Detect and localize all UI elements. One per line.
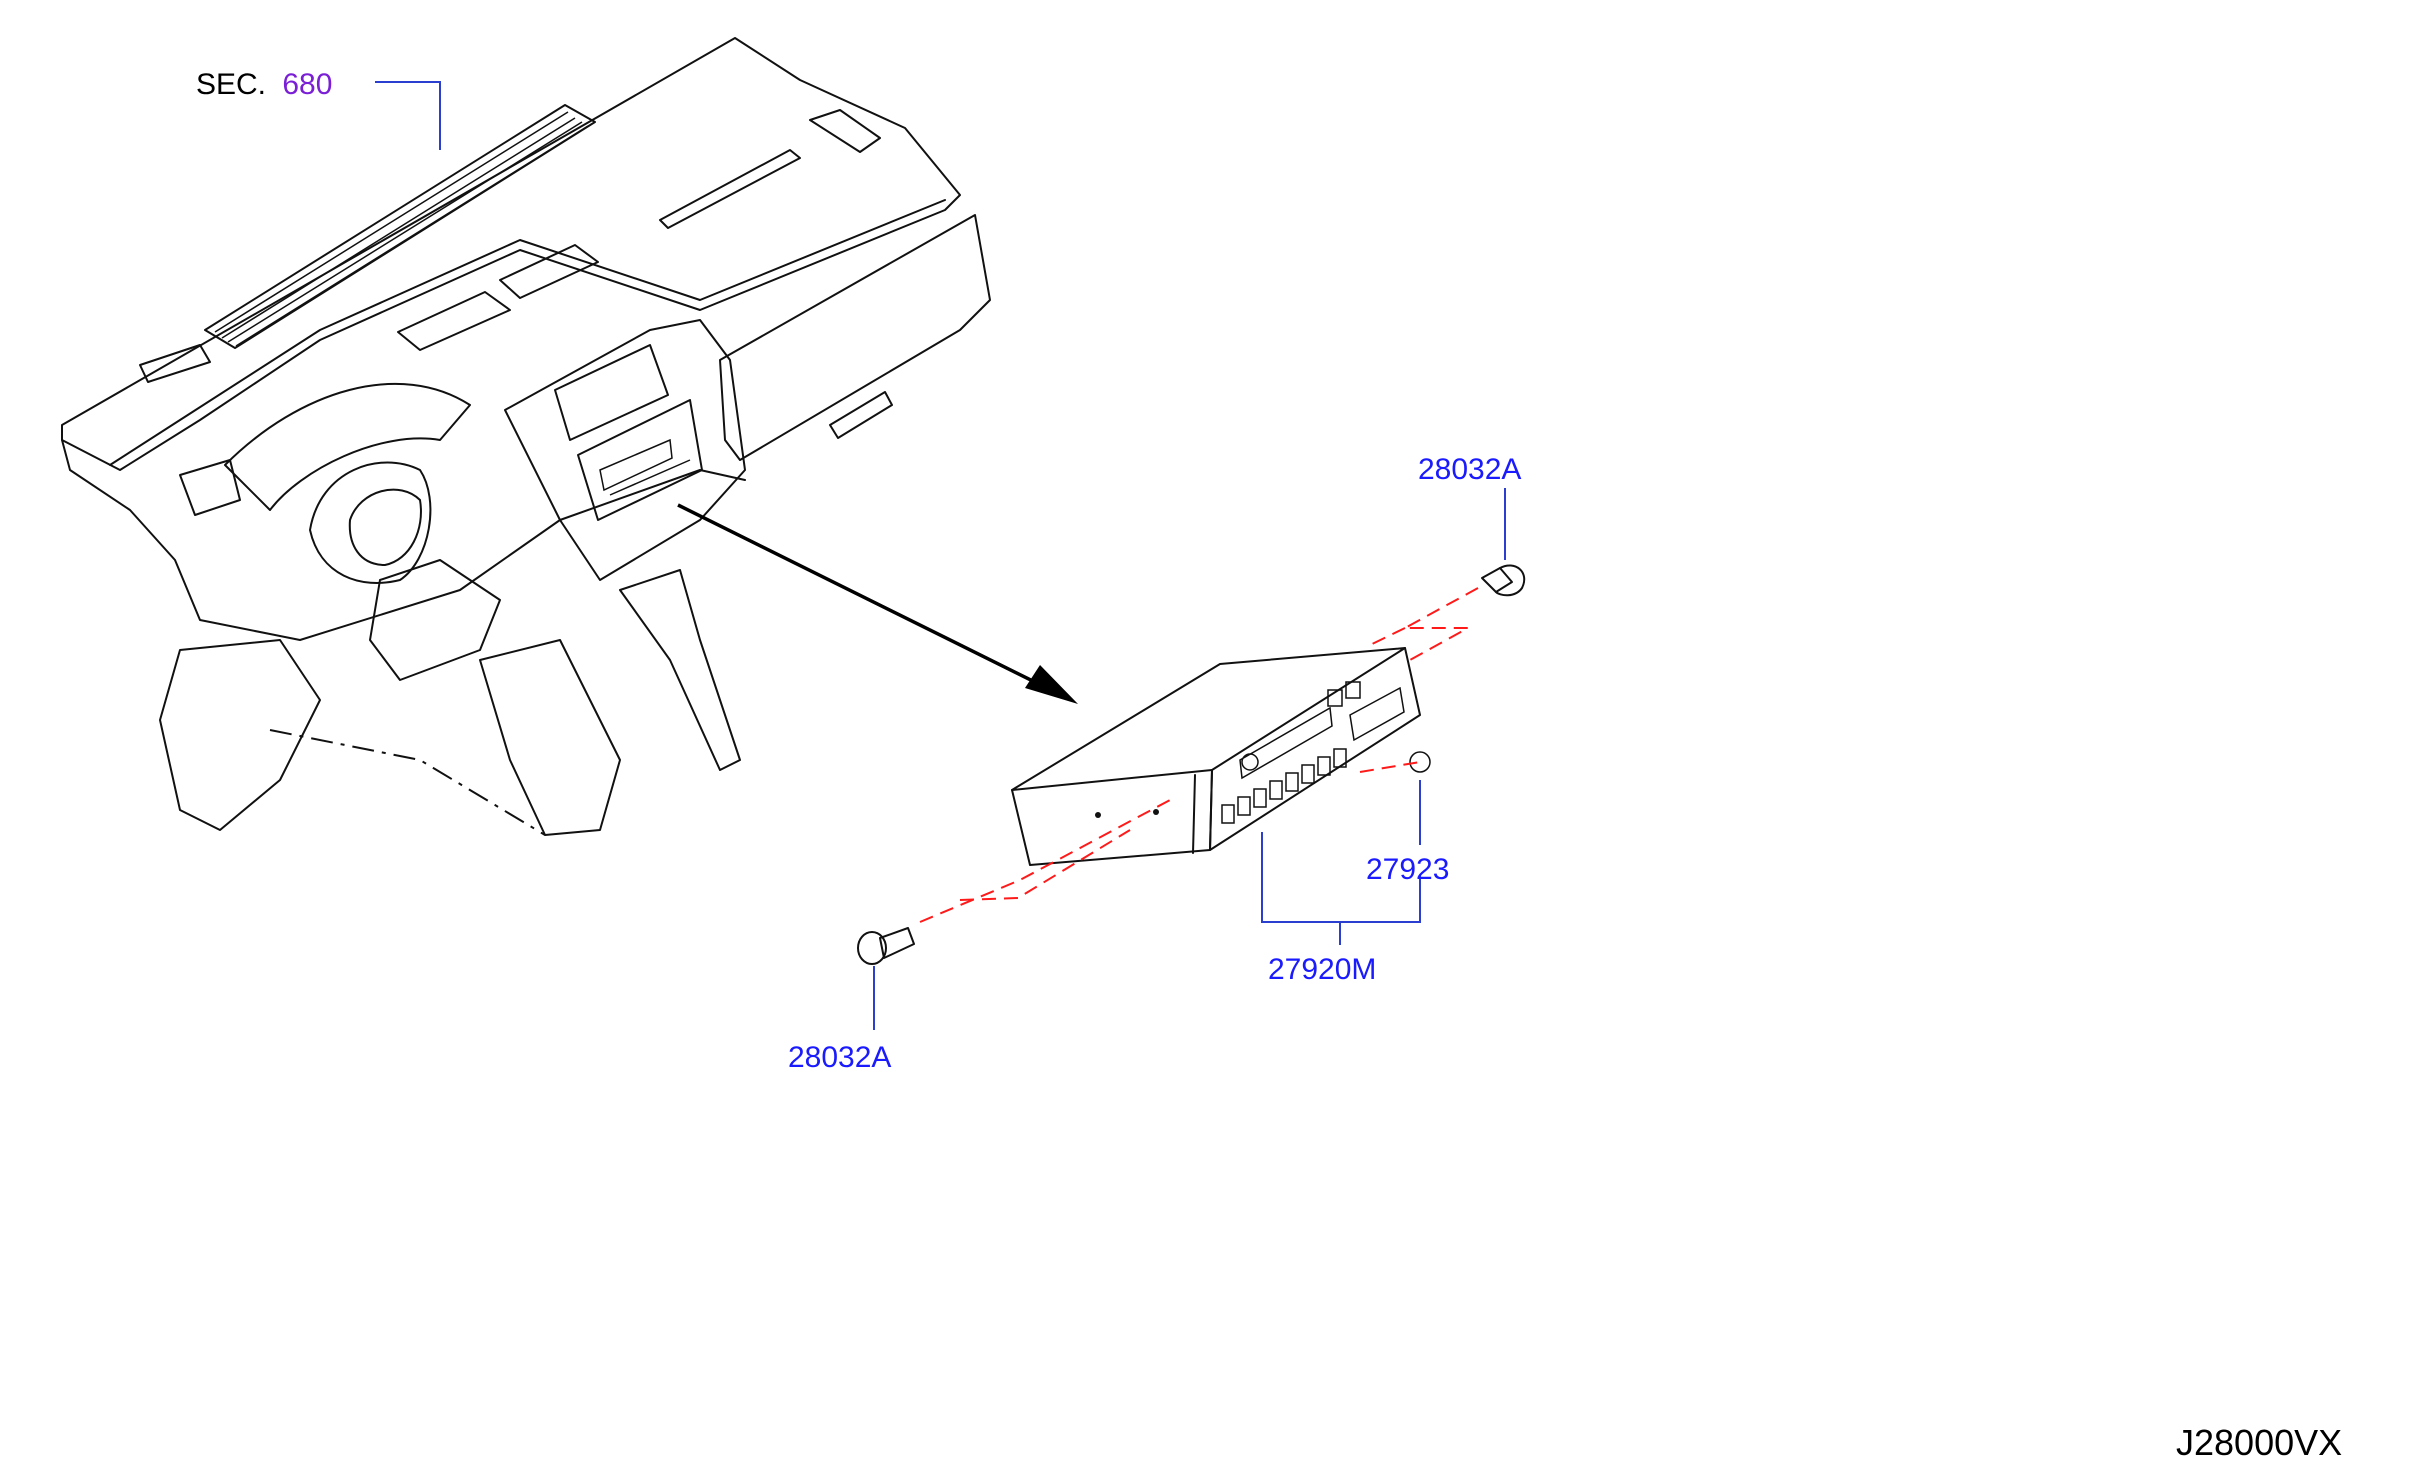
part-label-screw-top[interactable]: 28032A <box>1418 453 1522 486</box>
part-label-screw-bottom[interactable]: 28032A <box>788 1041 892 1074</box>
screw-bottom-illustration <box>857 927 915 965</box>
assembly-lines <box>919 587 1479 923</box>
section-number[interactable]: 680 <box>282 68 333 101</box>
diagram-code: J28000VX <box>2176 1422 2343 1463</box>
part-label-bracket[interactable]: 27923 <box>1366 853 1450 886</box>
detail-arrow <box>677 503 1078 704</box>
screw-top-illustration <box>1481 564 1526 597</box>
instrument-panel-illustration <box>61 37 991 836</box>
section-prefix: SEC. <box>196 68 267 101</box>
part-label-audio-unit[interactable]: 27920M <box>1268 953 1377 986</box>
audio-unit-illustration <box>1011 647 1431 866</box>
section-reference[interactable]: SEC. 680 <box>196 70 332 100</box>
leader-lines <box>375 81 1506 1030</box>
